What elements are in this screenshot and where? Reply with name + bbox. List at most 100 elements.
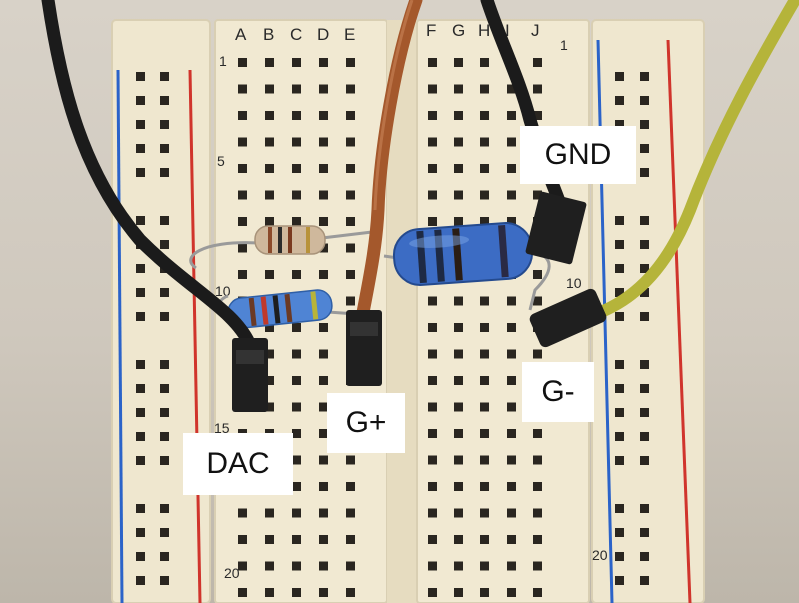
breadboard-hole — [319, 217, 328, 226]
breadboard-hole — [160, 72, 169, 81]
breadboard-hole — [319, 111, 328, 120]
breadboard-hole — [640, 264, 649, 273]
breadboard-hole — [265, 323, 274, 332]
breadboard-hole — [507, 561, 516, 571]
breadboard-hole — [238, 217, 247, 226]
row-number: 20 — [224, 565, 240, 581]
row-number: 1 — [560, 37, 568, 53]
breadboard-hole — [346, 164, 355, 173]
breadboard-hole — [615, 240, 624, 249]
breadboard-hole — [346, 561, 355, 571]
breadboard-hole — [428, 296, 437, 306]
breadboard-hole — [480, 111, 489, 120]
column-letter: D — [317, 25, 329, 44]
row-number: 10 — [566, 275, 582, 291]
breadboard-hole — [136, 504, 145, 513]
column-letters-right: F G H I J — [426, 21, 540, 40]
breadboard-hole — [507, 482, 516, 491]
breadboard-hole — [454, 402, 463, 412]
yellow-wire-gminus — [584, 0, 799, 322]
breadboard-hole — [160, 240, 169, 249]
breadboard-hole — [533, 296, 542, 306]
breadboard-hole — [160, 384, 169, 393]
breadboard-hole — [480, 164, 489, 173]
breadboard-hole — [160, 216, 169, 225]
breadboard-hole — [533, 84, 542, 94]
breadboard-hole — [136, 264, 145, 273]
breadboard-hole — [346, 482, 355, 491]
breadboard-hole — [160, 360, 169, 369]
breadboard-hole — [136, 312, 145, 321]
breadboard-hole — [160, 144, 169, 153]
breadboard-hole — [292, 376, 301, 385]
breadboard-hole — [454, 190, 463, 200]
row-number: 1 — [219, 53, 227, 69]
breadboard-hole — [136, 552, 145, 561]
breadboard-hole — [640, 432, 649, 441]
breadboard-hole — [136, 384, 145, 393]
connector-gminus — [529, 288, 607, 348]
breadboard-hole — [480, 296, 489, 306]
breadboard-hole — [454, 111, 463, 120]
breadboard-hole — [454, 455, 463, 465]
breadboard-hole — [265, 164, 274, 173]
breadboard-hole — [319, 137, 328, 147]
breadboard-hole — [640, 384, 649, 393]
breadboard-hole — [160, 456, 169, 465]
breadboard-hole — [292, 58, 301, 67]
breadboard-hole — [615, 288, 624, 297]
row-number: 5 — [217, 153, 225, 169]
breadboard-hole — [533, 190, 542, 200]
breadboard-hole — [238, 561, 247, 571]
label-g-minus: G- — [522, 362, 594, 422]
breadboard-hole — [615, 120, 624, 129]
breadboard-hole — [507, 217, 516, 226]
breadboard-hole — [480, 535, 489, 544]
row-number: 15 — [214, 420, 230, 436]
breadboard-hole — [480, 561, 489, 571]
breadboard-hole — [533, 535, 542, 544]
breadboard-hole — [640, 216, 649, 225]
label-gnd: GND — [520, 126, 636, 184]
breadboard-hole — [428, 349, 437, 359]
row-number: 20 — [592, 547, 608, 563]
breadboard-hole — [292, 349, 301, 359]
breadboard-hole — [533, 482, 542, 491]
breadboard-hole — [533, 270, 542, 279]
brown-wire-highlight — [373, 0, 414, 211]
breadboard-hole — [160, 288, 169, 297]
breadboard-hole — [640, 408, 649, 417]
breadboard-hole — [160, 408, 169, 417]
breadboard-hole — [136, 456, 145, 465]
breadboard-hole — [238, 535, 247, 544]
breadboard-hole — [265, 535, 274, 544]
breadboard-hole — [292, 217, 301, 226]
breadboard-hole — [480, 190, 489, 200]
breadboard-hole — [640, 240, 649, 249]
breadboard-hole — [454, 376, 463, 385]
breadboard-hole — [136, 216, 145, 225]
breadboard-hole — [346, 111, 355, 120]
breadboard-hole — [480, 482, 489, 491]
breadboard-hole — [507, 111, 516, 120]
breadboard-hole — [428, 561, 437, 571]
breadboard-hole — [319, 402, 328, 412]
connector-dac — [232, 338, 268, 412]
breadboard-hole — [160, 504, 169, 513]
resistor-lead — [189, 241, 259, 270]
breadboard-hole — [160, 168, 169, 177]
breadboard-hole — [480, 137, 489, 147]
resistor-blue-large — [392, 222, 534, 286]
breadboard-hole — [292, 111, 301, 120]
breadboard-hole — [265, 217, 274, 226]
breadboard-hole — [136, 120, 145, 129]
label-dac: DAC — [183, 433, 293, 495]
column-letter: G — [452, 21, 465, 40]
breadboard-hole — [265, 137, 274, 147]
breadboard-hole — [238, 508, 247, 518]
column-letters-left: A B C D E — [235, 25, 355, 44]
breadboard-hole — [533, 429, 542, 438]
breadboard-hole — [265, 508, 274, 518]
breadboard-hole — [265, 349, 274, 359]
breadboard-hole — [428, 137, 437, 147]
